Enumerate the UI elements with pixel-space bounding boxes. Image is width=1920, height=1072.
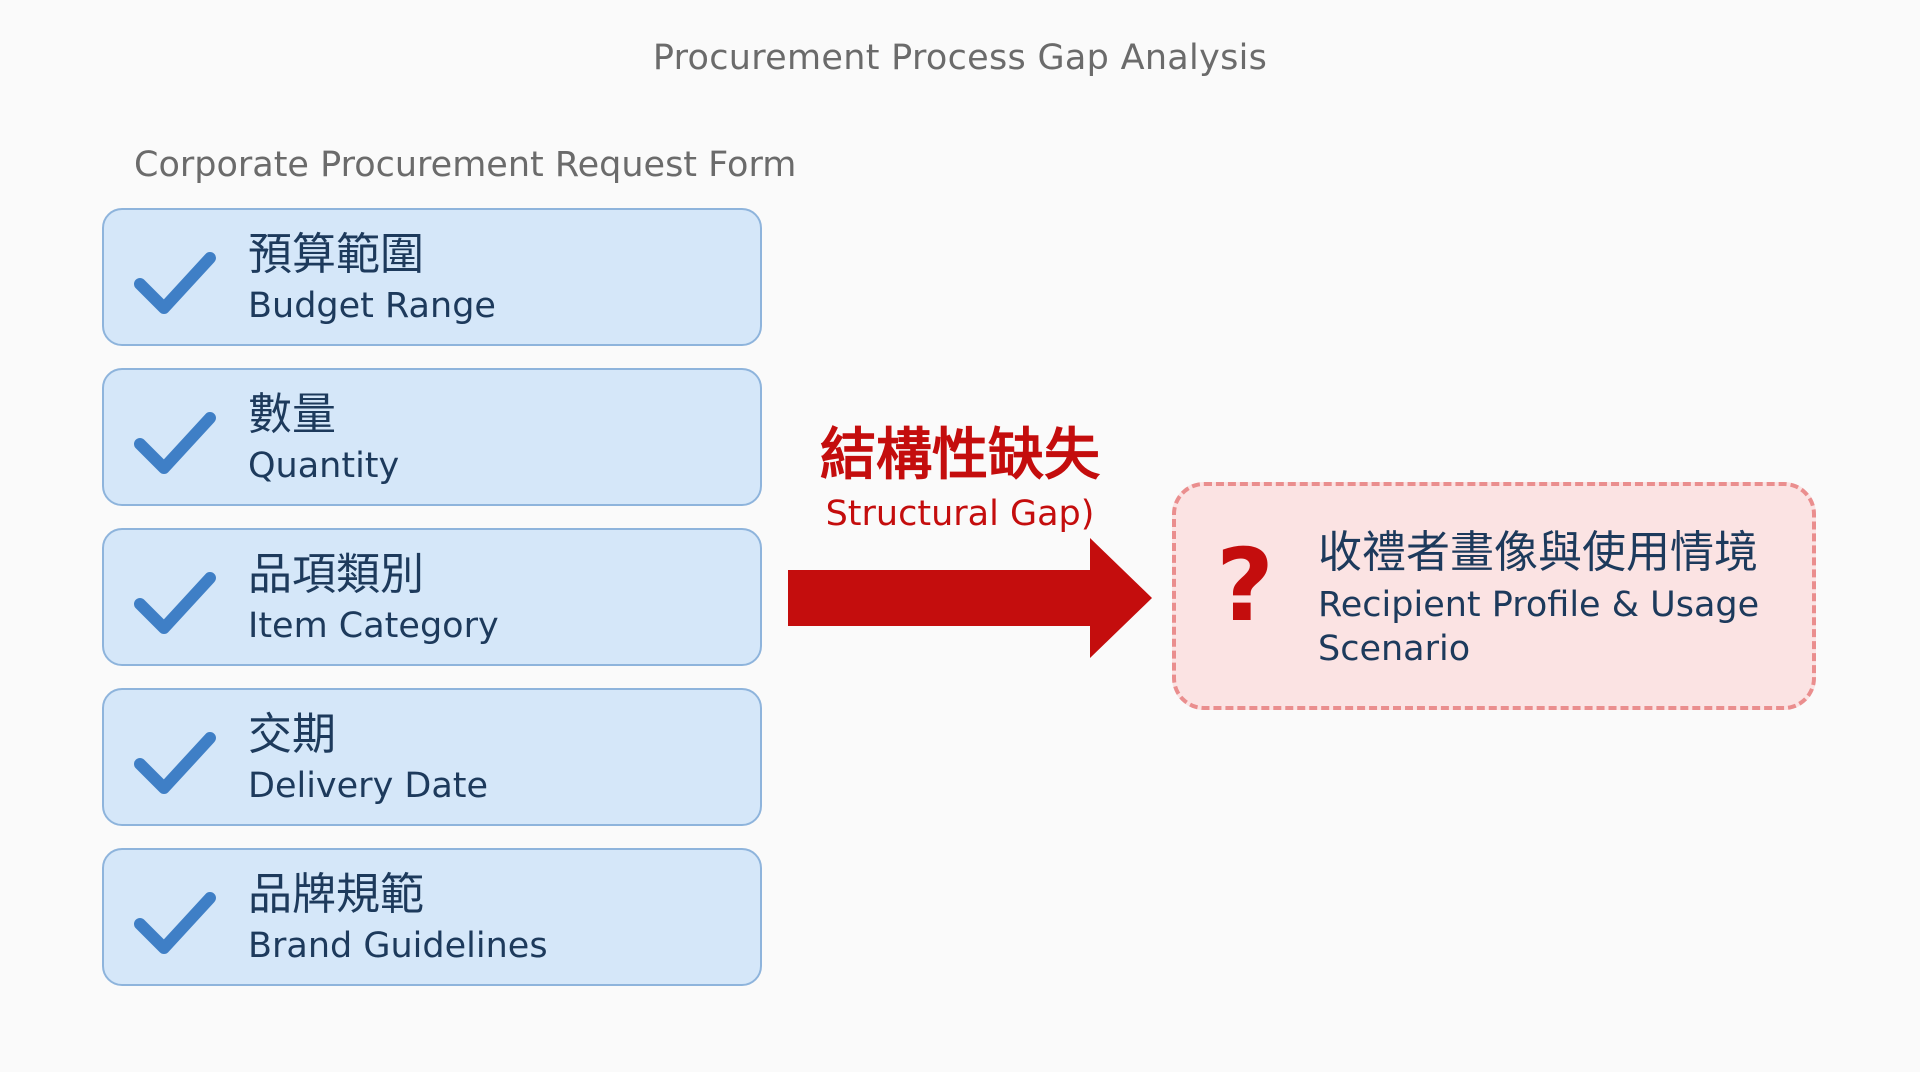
form-item-label-en: Budget Range (248, 286, 496, 326)
form-item-budget-range: 預算範圍 Budget Range (102, 208, 762, 346)
check-icon (134, 252, 216, 314)
form-item-label-zh: 數量 (248, 389, 336, 440)
form-title: Corporate Procurement Request Form (134, 145, 797, 185)
form-item-label-en: Quantity (248, 446, 400, 486)
missing-requirement-label-zh: 收禮者畫像與使用情境 (1318, 527, 1758, 578)
form-item-label-en: Delivery Date (248, 766, 489, 806)
form-item-list: 預算範圍 Budget Range 數量 Quantity 品項類別 Item … (102, 208, 762, 1008)
arrow-right-icon (788, 538, 1152, 658)
page-title: Procurement Process Gap Analysis (652, 38, 1268, 78)
form-item-label-zh: 預算範圍 (248, 229, 424, 280)
check-icon (134, 732, 216, 794)
question-mark-icon: ? (1216, 527, 1275, 644)
form-item-delivery-date: 交期 Delivery Date (102, 688, 762, 826)
form-item-label-en: Item Category (248, 606, 499, 646)
form-item-label-en: Brand Guidelines (248, 926, 548, 966)
check-icon (134, 892, 216, 954)
missing-requirement-label-en: Recipient Profile & Usage Scenario (1318, 585, 1760, 669)
check-icon (134, 412, 216, 474)
form-item-item-category: 品項類別 Item Category (102, 528, 762, 666)
structural-gap-label-zh: 結構性缺失 (820, 423, 1100, 488)
form-item-brand-guidelines: 品牌規範 Brand Guidelines (102, 848, 762, 986)
form-item-label-zh: 品項類別 (248, 549, 424, 600)
form-item-label-zh: 交期 (248, 709, 336, 760)
form-item-label-zh: 品牌規範 (248, 869, 424, 920)
form-item-quantity: 數量 Quantity (102, 368, 762, 506)
structural-gap-label-en: Structural Gap) (825, 494, 1095, 534)
missing-requirement-box: ? 收禮者畫像與使用情境 Recipient Profile & Usage S… (1172, 482, 1816, 710)
check-icon (134, 572, 216, 634)
